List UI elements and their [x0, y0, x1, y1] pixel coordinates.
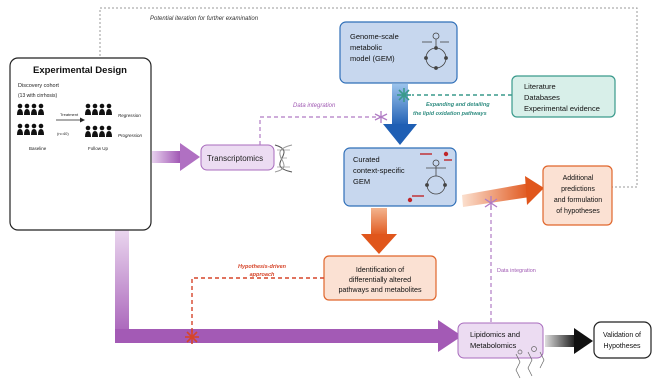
- additional-line4: of hypotheses: [556, 208, 600, 215]
- gem-line3: model (GEM): [350, 54, 395, 63]
- person-body-icon: [92, 131, 98, 137]
- validation-box: Validation of Hypotheses: [593, 321, 652, 359]
- person-body-icon: [106, 109, 112, 115]
- person-icon: [99, 103, 105, 109]
- person-body-icon: [92, 109, 98, 115]
- person-body-icon: [38, 109, 44, 115]
- person-icon: [92, 125, 98, 131]
- additional-line3: and formulation: [554, 197, 602, 204]
- red-asterisk-icon: [185, 330, 199, 344]
- person-icon: [31, 103, 37, 109]
- person-icon: [24, 123, 30, 129]
- person-icon: [92, 103, 98, 109]
- person-icon: [24, 103, 30, 109]
- person-body-icon: [31, 109, 37, 115]
- asterisk-icon: [374, 111, 388, 123]
- curated-to-identification-arrow: [361, 208, 397, 254]
- progression-label: Progression: [118, 133, 143, 138]
- person-body-icon: [24, 129, 30, 135]
- transcriptomics-label: Transcriptomics: [207, 154, 263, 163]
- hypothesis-driven-connector: Hypothesis-driven approach: [185, 264, 324, 344]
- data-integration-right: Data integration: [484, 196, 536, 322]
- hypothesis-line1: Hypothesis-driven: [238, 264, 287, 270]
- gem-line2: metabolic: [350, 43, 382, 52]
- literature-line2: Databases: [524, 93, 560, 102]
- curated-network-icon: [425, 159, 447, 195]
- identification-line3: pathways and metabolites: [338, 285, 422, 294]
- curated-line3: GEM: [353, 177, 370, 186]
- validation-line1: Validation of: [603, 332, 641, 339]
- literature-box: Literature Databases Experimental eviden…: [511, 75, 616, 118]
- person-body-icon: [99, 109, 105, 115]
- baseline-people-icon: [17, 103, 44, 135]
- person-icon: [31, 123, 37, 129]
- lipidomics-line1: Lipidomics and: [470, 330, 520, 339]
- teal-asterisk-icon: [397, 88, 411, 102]
- identification-line1: Identification of: [356, 265, 404, 274]
- person-body-icon: [24, 109, 30, 115]
- person-icon: [85, 103, 91, 109]
- lipidomics-box: Lipidomics and Metabolomics: [457, 322, 545, 379]
- person-body-icon: [17, 109, 23, 115]
- person-icon: [38, 123, 44, 129]
- cohort-sub: (13 with cirrhosis): [18, 93, 58, 99]
- metabolic-network-icon: [422, 32, 449, 70]
- identification-line2: differentially altered: [349, 275, 411, 284]
- person-icon: [106, 103, 112, 109]
- n-label: (n=40): [57, 131, 69, 136]
- additional-line2: predictions: [561, 186, 595, 193]
- experimental-design-box: Experimental Design Discovery cohort (13…: [9, 57, 152, 231]
- transcriptomics-box: Transcriptomics: [200, 144, 293, 173]
- person-body-icon: [31, 129, 37, 135]
- person-icon: [17, 103, 23, 109]
- person-body-icon: [85, 131, 91, 137]
- literature-line1: Literature: [524, 82, 556, 91]
- data-integration-top-label: Data integration: [293, 103, 336, 109]
- iteration-loop: Potential iteration for further examinat…: [99, 7, 638, 188]
- gem-to-curated-arrow: [383, 84, 417, 145]
- hypothesis-line2: approach: [250, 272, 275, 278]
- validation-line2: Hypotheses: [604, 343, 641, 350]
- baseline-label: Baseline: [29, 146, 47, 151]
- followup-people-icon: [85, 103, 112, 137]
- regression-label: Regression: [118, 113, 141, 118]
- person-icon: [106, 125, 112, 131]
- red-reaction-marks: [407, 151, 452, 203]
- additional-predictions-box: Additional predictions and formulation o…: [542, 165, 613, 226]
- treatment-label: Treatment: [60, 112, 79, 117]
- followup-label: Follow Up: [88, 146, 109, 151]
- person-body-icon: [38, 129, 44, 135]
- literature-line3: Experimental evidence: [524, 104, 600, 113]
- lipidomics-line2: Metabolomics: [470, 341, 517, 350]
- person-icon: [85, 125, 91, 131]
- curated-line1: Curated: [353, 155, 380, 164]
- person-icon: [99, 125, 105, 131]
- person-body-icon: [106, 131, 112, 137]
- data-integration-right-label: Data integration: [497, 268, 536, 274]
- lipidomics-to-validation-arrow: [545, 328, 593, 354]
- gem-box: Genome-scale metabolic model (GEM): [339, 21, 458, 84]
- curated-gem-box: Curated context-specific GEM: [343, 147, 457, 207]
- identification-box: Identification of differentially altered…: [323, 255, 437, 301]
- gem-line1: Genome-scale: [350, 32, 399, 41]
- experimental-design-title: Experimental Design: [33, 65, 127, 76]
- dna-helix-icon: [274, 144, 293, 173]
- person-body-icon: [85, 109, 91, 115]
- expanding-line2: the lipid oxidation pathways: [413, 111, 487, 117]
- person-body-icon: [99, 131, 105, 137]
- additional-line1: Additional: [563, 175, 594, 182]
- curated-line2: context-specific: [353, 166, 405, 175]
- data-integration-top: Data integration: [259, 103, 388, 145]
- cohort-label: Discovery cohort: [18, 83, 59, 89]
- curated-to-additional-arrow: [462, 176, 544, 207]
- person-body-icon: [17, 129, 23, 135]
- expanding-line1: Expanding and detailing: [426, 102, 490, 108]
- top-note: Potential iteration for further examinat…: [150, 16, 259, 22]
- lipid-molecule-icon: [515, 346, 545, 379]
- expanding-arrow: Expanding and detailing the lipid oxidat…: [397, 88, 512, 117]
- purple-asterisk-icon: [484, 196, 498, 210]
- person-icon: [38, 103, 44, 109]
- person-icon: [17, 123, 23, 129]
